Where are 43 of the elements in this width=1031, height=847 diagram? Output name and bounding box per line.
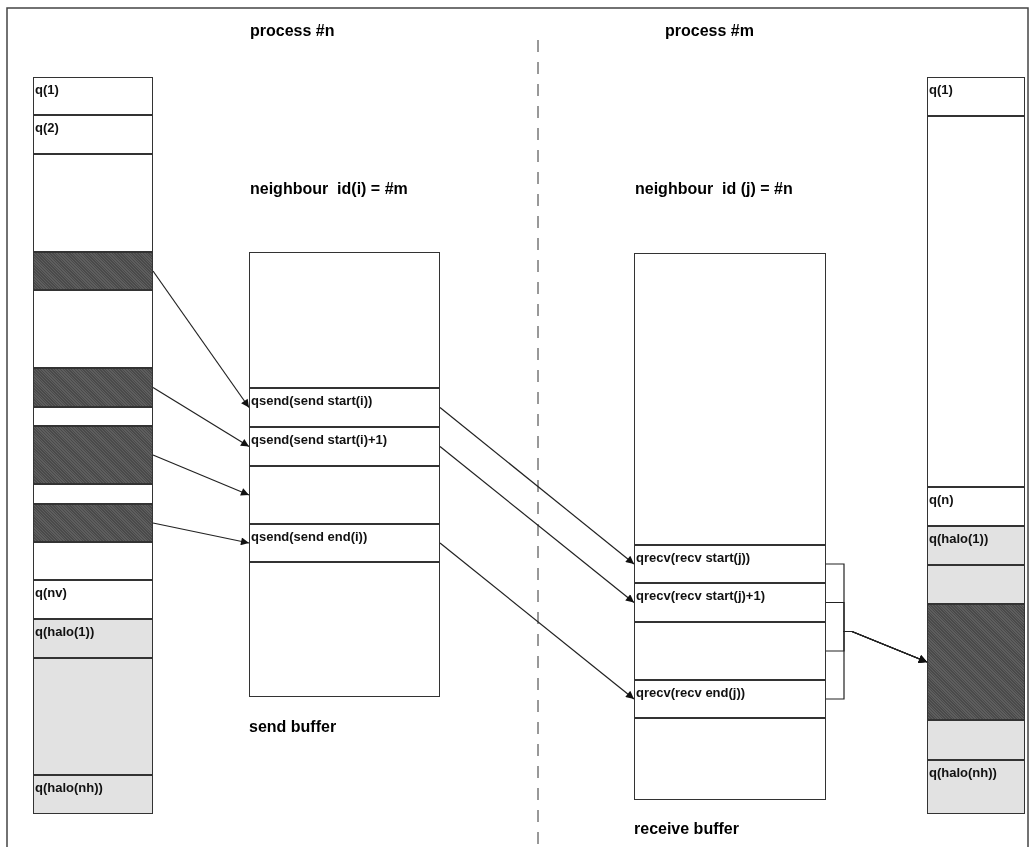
process-heading: process #m — [665, 22, 754, 40]
shaded-element — [33, 252, 153, 290]
arrow — [152, 522, 250, 546]
empty-element — [249, 466, 440, 524]
array-element: qrecv(recv start(j)+1) — [634, 583, 826, 622]
array-element: q(halo(nh)) — [33, 775, 153, 814]
arrow — [439, 445, 635, 604]
array-element: q(halo(1)) — [33, 619, 153, 658]
array-element: qsend(send start(i)) — [249, 388, 440, 427]
array-element: q(nv) — [33, 580, 153, 619]
process-heading: process #n — [250, 22, 335, 40]
halo-element — [33, 658, 153, 775]
halo-element — [927, 720, 1025, 760]
array-element: qsend(send start(i)+1) — [249, 427, 440, 466]
array-element: q(n) — [927, 487, 1025, 526]
shaded-element — [33, 426, 153, 484]
buffer-caption: send buffer — [249, 718, 337, 736]
buffer-caption: receive buffer — [634, 820, 739, 838]
arrow — [152, 386, 250, 448]
shaded-element — [33, 504, 153, 542]
halo-element — [927, 565, 1025, 604]
empty-element — [634, 622, 826, 680]
empty-element — [33, 154, 153, 252]
arrow — [152, 270, 250, 409]
empty-element — [33, 484, 153, 504]
array-element: q(2) — [33, 115, 153, 154]
array-element: q(halo(1)) — [927, 526, 1025, 565]
empty-element — [33, 290, 153, 368]
empty-element — [33, 407, 153, 426]
array-element: qrecv(recv start(j)) — [634, 545, 826, 583]
empty-element — [33, 542, 153, 580]
arrow — [439, 406, 635, 565]
array-element: q(halo(nh)) — [927, 760, 1025, 814]
array-element: qrecv(recv end(j)) — [634, 680, 826, 718]
bracket-arrow — [825, 563, 928, 700]
arrow — [152, 454, 250, 496]
arrow — [439, 542, 635, 700]
shaded-element — [33, 368, 153, 407]
array-element: qsend(send end(i)) — [249, 524, 440, 562]
empty-element — [927, 116, 1025, 487]
neighbour-heading: neighbour id (j) = #n — [635, 180, 793, 198]
neighbour-heading: neighbour id(i) = #m — [250, 180, 408, 198]
shaded-element — [927, 604, 1025, 720]
